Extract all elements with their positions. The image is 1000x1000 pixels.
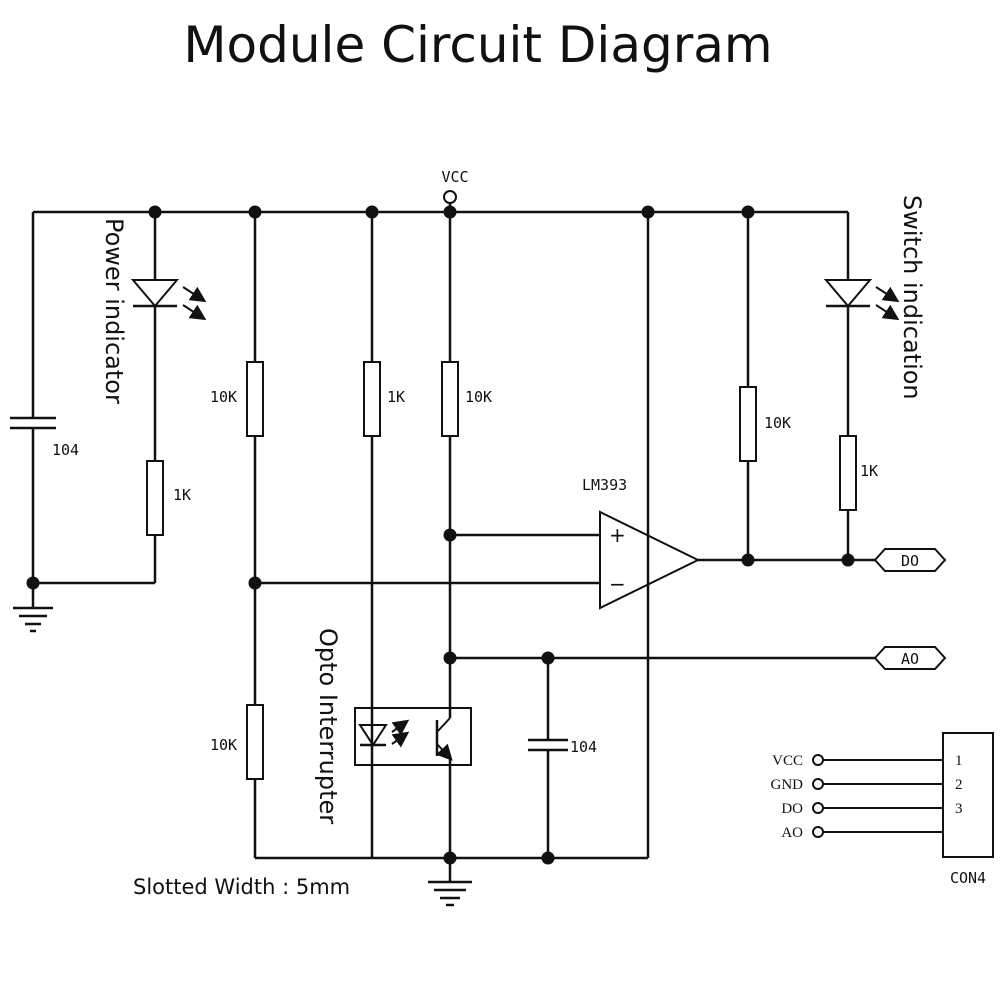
connector-pin-2: GND 2: [771, 777, 963, 793]
c1-value: 104: [52, 441, 79, 459]
page-title: Module Circuit Diagram: [183, 16, 772, 74]
opto-interrupter-label: Opto Interrupter: [314, 628, 342, 824]
r-switch-led-value: 1K: [860, 462, 878, 480]
divider-branch: 10K 10K: [210, 212, 600, 858]
ao-output-label: AO: [901, 650, 919, 668]
ground-bottom-icon: [428, 858, 472, 907]
capacitor-c1: 104: [10, 212, 79, 583]
vcc-terminal: VCC: [441, 168, 469, 212]
capacitor-c2: 104: [528, 658, 597, 858]
r-output-pullup-value: 10K: [764, 414, 791, 432]
r-power-led-value: 1K: [173, 486, 191, 504]
switch-led-branch: 1K: [823, 212, 900, 560]
pin-4-signal: AO: [781, 825, 803, 841]
slotted-width-label: Slotted Width : 5mm: [133, 875, 350, 899]
ground-left-icon: [13, 583, 53, 633]
do-output-label: DO: [901, 552, 919, 570]
r-divider-top-value: 10K: [210, 388, 237, 406]
pin-3-number: 3: [955, 801, 963, 817]
lm393-comparator: + − LM393: [582, 476, 875, 610]
ic-label: LM393: [582, 476, 627, 494]
do-output-flag: DO: [873, 548, 947, 572]
opto-interrupter: [354, 707, 472, 858]
connector-pin-1: VCC 1: [772, 753, 962, 769]
connector-pin-3: DO 3: [781, 801, 962, 817]
power-led-branch: 1K: [33, 212, 207, 585]
r-pullup-value: 10K: [465, 388, 492, 406]
connector-name: CON4: [950, 869, 986, 887]
ao-output-flag: AO: [873, 646, 947, 670]
r-divider-bottom-value: 10K: [210, 736, 237, 754]
r-opto-led-value: 1K: [387, 388, 405, 406]
opto-led-resistor: 1K: [363, 212, 405, 858]
pin-2-signal: GND: [771, 777, 804, 793]
connector-con4: CON4 VCC 1 GND 2 DO 3 AO: [771, 732, 994, 887]
switch-indication-label: Switch indication: [898, 195, 926, 400]
vcc-label: VCC: [441, 168, 468, 186]
comparator-minus: −: [609, 572, 626, 596]
connector-pin-4: AO: [781, 825, 943, 841]
pin-1-signal: VCC: [772, 753, 803, 769]
pin-1-number: 1: [955, 753, 963, 769]
pin-3-signal: DO: [781, 801, 803, 817]
pin-2-number: 2: [955, 777, 963, 793]
c2-value: 104: [570, 738, 597, 756]
power-indicator-label: Power indicator: [100, 218, 128, 404]
pullup-branch: 10K: [441, 212, 875, 708]
comparator-plus: +: [609, 523, 626, 547]
junction-dots: [26, 205, 855, 865]
output-pullup: 10K: [739, 212, 791, 560]
